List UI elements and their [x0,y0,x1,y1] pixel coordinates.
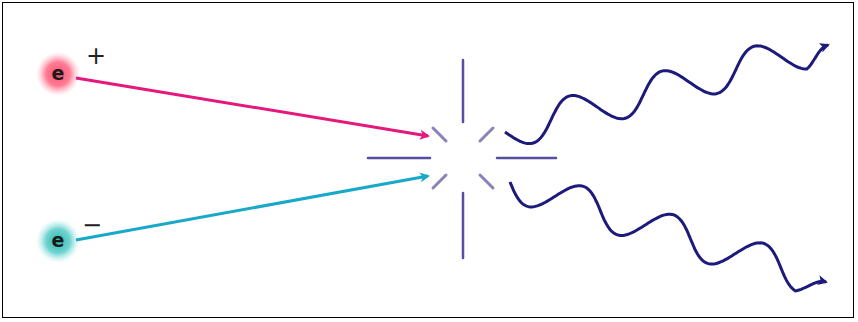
photon-wave [510,182,826,291]
positron-path [76,78,428,136]
particle-circle: e+ [40,56,76,92]
burst-core [441,136,485,180]
positron-glow [36,52,80,96]
electron-glow [36,219,80,263]
particle-symbol: e [52,231,65,250]
frame [2,2,854,318]
burst [368,60,556,258]
particle-circle: e− [40,223,76,259]
electron-path [76,176,428,240]
charge-sign: − [82,213,102,237]
photon-wave [505,45,828,144]
charge-sign: + [86,44,106,68]
particle-symbol: e [52,64,65,83]
